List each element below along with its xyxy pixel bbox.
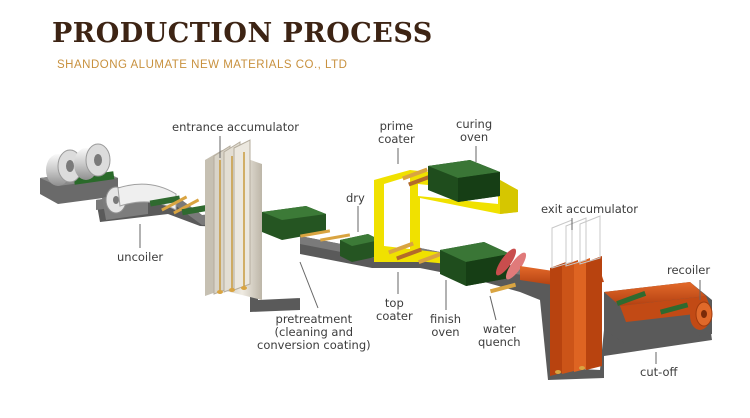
label-cut-off: cut-off	[640, 365, 678, 379]
label-dry: dry	[346, 191, 365, 205]
label-entrance-accumulator: entrance accumulator	[172, 120, 299, 134]
dryer-unit	[340, 234, 380, 262]
label-top-coater: top coater	[376, 296, 413, 323]
uncoiler-station	[40, 143, 118, 204]
finish-oven	[440, 242, 510, 286]
coil-icon	[74, 143, 111, 180]
prime-coater	[402, 167, 434, 187]
label-exit-accumulator: exit accumulator	[541, 202, 639, 216]
label-curing-oven: curing oven	[456, 117, 493, 144]
curing-oven	[428, 160, 500, 202]
label-uncoiler: uncoiler	[117, 250, 164, 264]
exit-accumulator	[520, 215, 604, 376]
entrance-accumulator	[205, 139, 262, 300]
top-coater	[388, 241, 442, 264]
accumulator-frame-icon	[551, 215, 601, 269]
page-title: PRODUCTION PROCESS	[52, 18, 433, 49]
coil-icon	[46, 149, 83, 186]
leader-lines	[139, 136, 701, 364]
label-pretreatment: pretreatment (cleaning and conversion co…	[257, 312, 371, 352]
label-prime-coater: prime coater	[378, 119, 415, 146]
label-recoiler: recoiler	[667, 263, 711, 277]
label-water-quench: water quench	[478, 322, 521, 349]
company-name: SHANDONG ALUMATE NEW MATERIALS CO., LTD	[57, 59, 348, 71]
pretreatment-unit	[262, 206, 351, 242]
label-finish-oven: finish oven	[430, 312, 462, 339]
recoiled-coil-icon	[690, 301, 713, 330]
uncoiler-machine	[102, 183, 209, 220]
recoiler-station	[604, 282, 713, 344]
water-quench	[489, 248, 527, 294]
